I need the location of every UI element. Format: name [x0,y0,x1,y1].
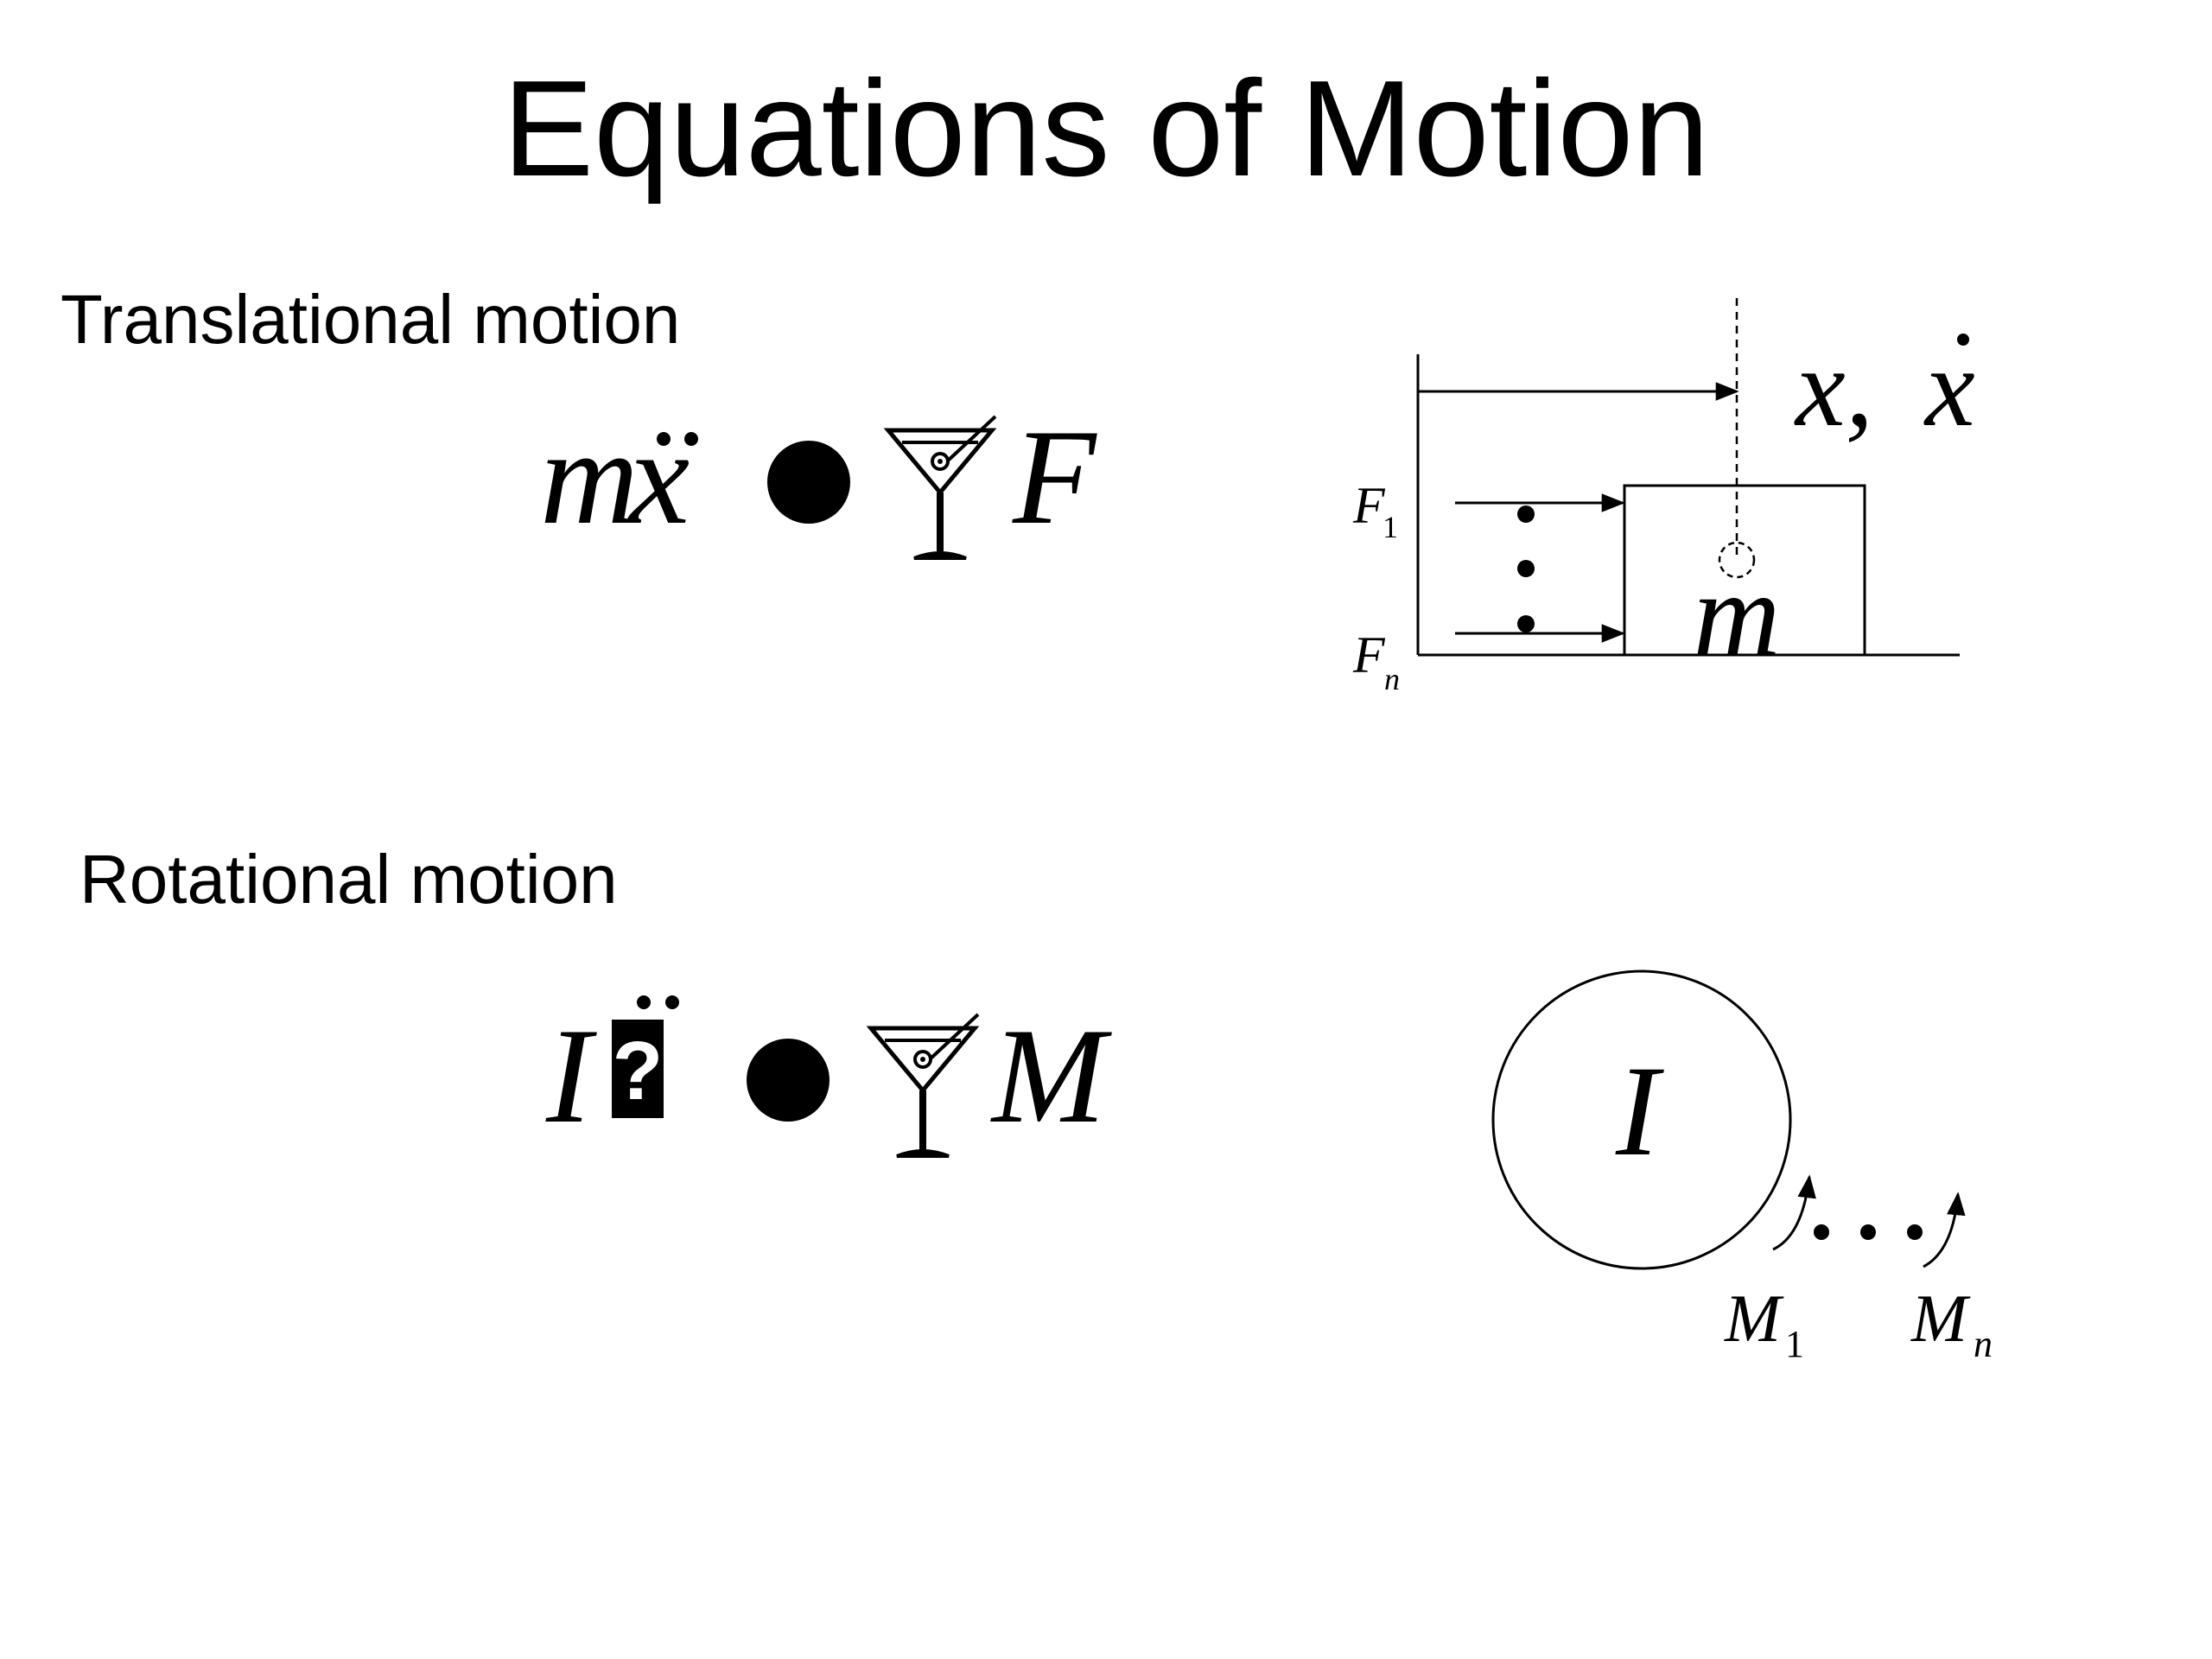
rotational-equation: I ? M [545,995,1112,1156]
velocity-dot [1957,334,1969,346]
center-of-mass-marker [1718,541,1756,579]
ellipsis-dot [1517,505,1535,523]
translational-diagram: m F 1 F n x, x [1352,298,1975,696]
ellipsis-dot [1814,1224,1829,1240]
ellipsis-dot [1907,1224,1923,1240]
force-last-label: F [1352,626,1386,683]
inertia-label: I [1615,1039,1664,1183]
equation-force-symbol: F [1012,402,1097,553]
translational-motion-label: Translational motion [60,281,681,358]
slide-title: Equations of Motion [502,53,1710,205]
rotational-motion-label: Rotational motion [79,841,618,918]
moment-last-subscript: n [1974,1323,1993,1365]
moment-arrow-last [1923,1192,1966,1268]
cocktail-glass-icon [888,416,995,558]
equation-inertia-symbol: I [545,1001,597,1152]
moment-first-label: M [1724,1281,1784,1356]
ellipsis-dot [1517,615,1535,632]
force-first-label: F [1352,477,1386,534]
double-dot-right [665,995,679,1009]
ellipsis-dot [1517,560,1535,577]
equation-position-symbol: x [627,402,690,553]
double-dot-right [684,432,698,446]
equation-moment-symbol: M [990,1001,1112,1152]
unrendered-symbol-box [612,1020,664,1118]
moment-last-label: M [1910,1281,1971,1356]
rotational-diagram: I M 1 M n [1491,969,1993,1365]
double-dot-left [657,432,671,446]
double-dot-left [637,995,651,1009]
force-last-subscript: n [1384,662,1400,696]
cocktail-glass-icon [871,1014,978,1156]
unrendered-symbol-glyph: ? [613,1025,664,1117]
mass-label: m [1693,548,1780,682]
mass-block [1623,484,1866,657]
filled-circle-icon [747,1039,830,1122]
rotating-body-circle [1491,969,1792,1270]
position-label: x, [1794,326,1873,450]
ellipsis-dot [1860,1224,1876,1240]
velocity-symbol: x [1923,326,1975,450]
translational-equation: m x F [540,402,1097,558]
filled-circle-icon [767,441,850,524]
moment-arrow-first [1772,1174,1816,1251]
equation-mass-symbol: m [540,402,639,553]
force-first-subscript: 1 [1382,510,1398,544]
moment-first-subscript: 1 [1785,1323,1804,1365]
